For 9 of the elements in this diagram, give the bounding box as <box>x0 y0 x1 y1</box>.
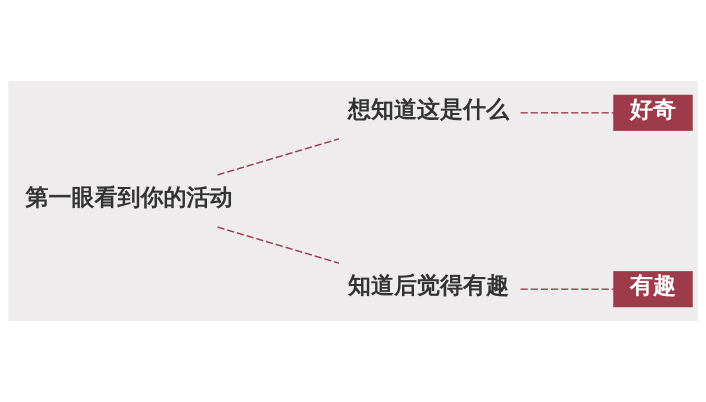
node-text: 第一眼看到你的活动 <box>26 185 233 212</box>
connector <box>520 112 614 114</box>
connector <box>217 226 340 264</box>
node-box: 有趣 <box>613 271 693 308</box>
node-box: 好奇 <box>613 94 693 131</box>
node-text: 想知道这是什么 <box>348 96 509 123</box>
connector <box>217 138 340 176</box>
node-text: 知道后觉得有趣 <box>348 273 509 300</box>
connector <box>520 288 614 290</box>
